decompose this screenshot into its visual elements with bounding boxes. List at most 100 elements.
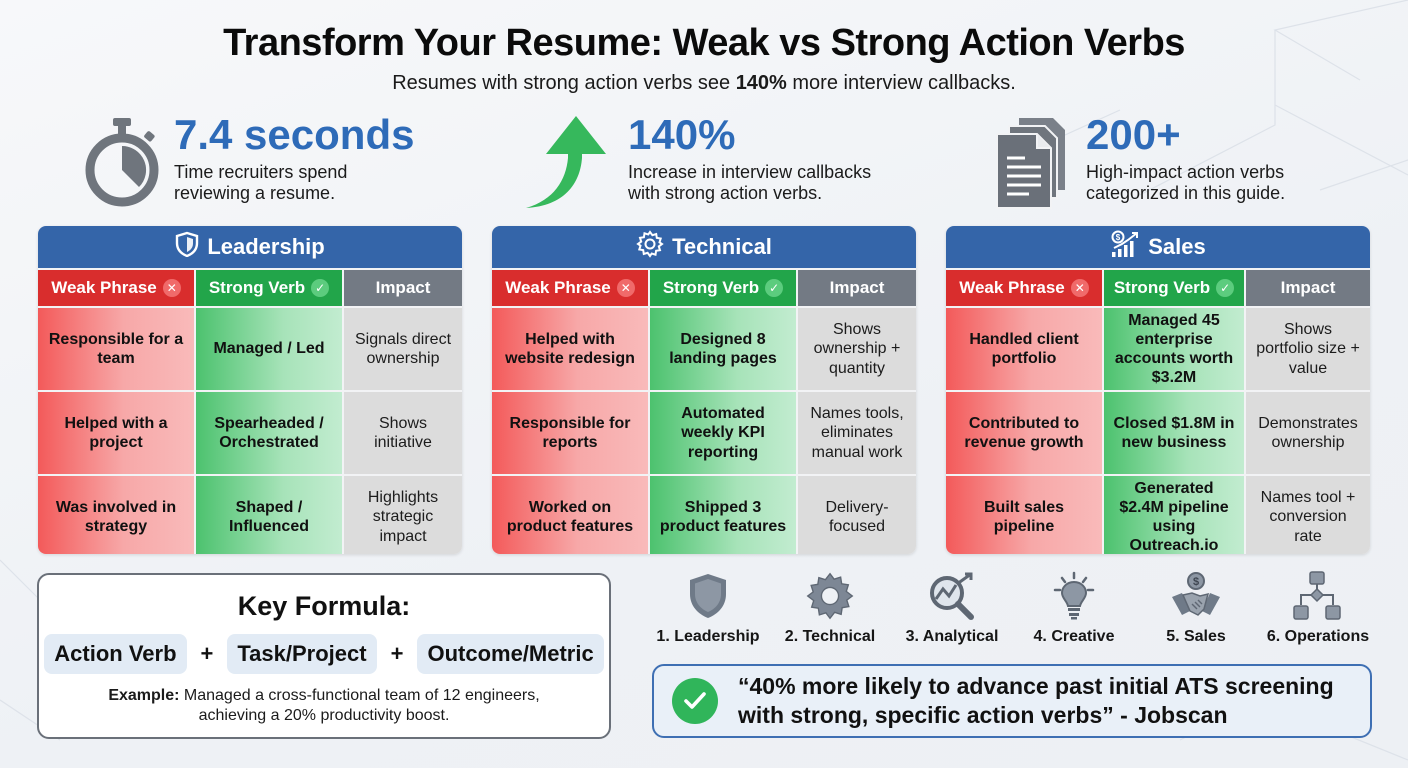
impact-cell: Highlights strategic impact [344, 476, 462, 554]
impact-cell: Demonstrates ownership [1246, 392, 1370, 474]
check-circle-icon: ✓ [1216, 279, 1235, 297]
table-header: $ Sales [946, 226, 1370, 268]
category-list: 1. Leadership 2. Technical 3. Analytical… [648, 570, 1378, 646]
strong-verb-cell: Automated weekly KPI reporting [650, 392, 796, 474]
weak-phrase-cell: Contributed to revenue growth [946, 392, 1102, 474]
page-title: Transform Your Resume: Weak vs Strong Ac… [223, 22, 1185, 64]
shield-icon [688, 570, 728, 622]
lightbulb-icon [1052, 570, 1096, 622]
x-circle-icon: ✕ [1070, 279, 1089, 297]
strong-verb-cell: Generated $2.4M pipeline using Outreach.… [1104, 476, 1244, 554]
table-title: Sales [1148, 234, 1206, 259]
example-label: Example: [108, 687, 180, 704]
category-label: 3. Analytical [905, 628, 999, 645]
column-weak-phrase: Weak Phrase✕ [492, 270, 648, 306]
impact-cell: Names tool + conversion rate [1246, 476, 1370, 554]
category-label: 2. Technical [784, 628, 876, 645]
sales-growth-icon: $ [1110, 230, 1140, 264]
column-impact: Impact [344, 270, 462, 306]
magnifier-chart-icon [927, 570, 977, 622]
weak-phrase-cell: Helped with website redesign [492, 308, 648, 390]
table-header: Technical [492, 226, 916, 268]
impact-cell: Names tools, eliminates manual work [798, 392, 916, 474]
svg-text:$: $ [1193, 576, 1199, 588]
subtitle-text: Resumes with strong action verbs see [392, 72, 736, 94]
strong-verb-cell: Shaped / Influenced [196, 476, 342, 554]
table-title: Leadership [207, 234, 325, 259]
impact-cell: Signals direct ownership [344, 308, 462, 390]
table-technical: Technical Weak Phrase✕ Strong Verb✓ Impa… [492, 226, 916, 554]
subtitle-text-end: more interview callbacks. [786, 72, 1016, 94]
formula-chip-task: Task/Project [227, 634, 377, 674]
weak-phrase-cell: Built sales pipeline [946, 476, 1102, 554]
column-strong-verb: Strong Verb✓ [650, 270, 796, 306]
documents-icon [988, 112, 1078, 212]
impact-cell: Shows ownership + quantity [798, 308, 916, 390]
weak-phrase-cell: Handled client portfolio [946, 308, 1102, 390]
strong-verb-cell: Managed / Led [196, 308, 342, 390]
category-leadership: 1. Leadership [648, 570, 768, 646]
weak-phrase-cell: Worked on product features [492, 476, 648, 554]
category-sales: $ 5. Sales [1136, 570, 1256, 646]
stat-value: 140% [628, 111, 736, 158]
impact-cell: Delivery-focused [798, 476, 916, 554]
quote-text: “40% more likely to advance past initial… [738, 673, 1334, 728]
weak-phrase-cell: Responsible for a team [38, 308, 194, 390]
formula-row: Action Verb + Task/Project + Outcome/Met… [39, 634, 609, 674]
strong-verb-cell: Closed $1.8M in new business [1104, 392, 1244, 474]
table-header: Leadership [38, 226, 462, 268]
stopwatch-icon [78, 112, 168, 212]
table-sales: $ Sales Weak Phrase✕ Strong Verb✓ Impact… [946, 226, 1370, 554]
handshake-icon: $ [1170, 570, 1222, 622]
stat-value: 7.4 seconds [174, 111, 415, 158]
formula-title: Key Formula: [237, 591, 411, 621]
category-operations: 6. Operations [1258, 570, 1378, 646]
x-circle-icon: ✕ [162, 279, 181, 297]
category-label: 5. Sales [1166, 628, 1226, 645]
weak-phrase-cell: Responsible for reports [492, 392, 648, 474]
impact-cell: Shows initiative [344, 392, 462, 474]
gear-icon [636, 230, 664, 264]
column-weak-phrase: Weak Phrase✕ [38, 270, 194, 306]
strong-verb-cell: Shipped 3 product features [650, 476, 796, 554]
table-leadership: Leadership Weak Phrase✕ Strong Verb✓ Imp… [38, 226, 462, 554]
column-impact: Impact [798, 270, 916, 306]
category-label: 4. Creative [1033, 628, 1115, 645]
formula-chip-outcome: Outcome/Metric [417, 634, 604, 674]
subtitle-highlight: 140% [735, 72, 787, 94]
formula-chip-action-verb: Action Verb [44, 634, 187, 674]
category-technical: 2. Technical [770, 570, 890, 646]
column-weak-phrase: Weak Phrase✕ [946, 270, 1102, 306]
strong-verb-cell: Managed 45 enterprise accounts worth $3.… [1104, 308, 1244, 390]
x-circle-icon: ✕ [616, 279, 635, 297]
weak-phrase-cell: Helped with a project [38, 392, 194, 474]
category-label: 6. Operations [1266, 628, 1370, 645]
category-creative: 4. Creative [1014, 570, 1134, 646]
plus-sign: + [390, 641, 404, 666]
svg-text:$: $ [1116, 233, 1121, 242]
up-arrow-icon [524, 112, 614, 212]
check-circle-icon: ✓ [311, 279, 330, 297]
strong-verb-cell: Spearheaded / Orchestrated [196, 392, 342, 474]
table-title: Technical [672, 234, 772, 259]
page-subtitle: Resumes with strong action verbs see 140… [0, 72, 1408, 95]
jobscan-quote-box: “40% more likely to advance past initial… [652, 664, 1372, 738]
flowchart-icon [1293, 570, 1343, 622]
check-circle-icon [672, 678, 718, 724]
category-label: 1. Leadership [656, 628, 760, 645]
strong-verb-cell: Designed 8 landing pages [650, 308, 796, 390]
weak-phrase-cell: Was involved in strategy [38, 476, 194, 554]
column-strong-verb: Strong Verb✓ [196, 270, 342, 306]
key-formula-box: Key Formula: Action Verb + Task/Project … [37, 573, 611, 739]
plus-sign: + [200, 641, 214, 666]
impact-cell: Shows portfolio size + value [1246, 308, 1370, 390]
stat-value: 200+ [1086, 111, 1181, 158]
column-strong-verb: Strong Verb✓ [1104, 270, 1244, 306]
formula-example: Example: Managed a cross-functional team… [108, 687, 540, 724]
